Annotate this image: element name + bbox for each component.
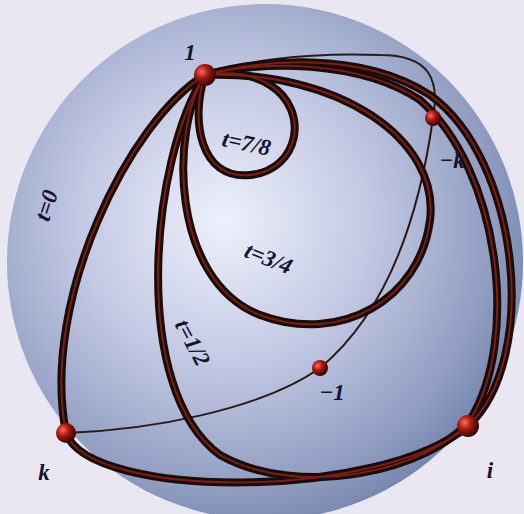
sphere [7, 4, 523, 514]
point-dots [56, 64, 479, 443]
curve-tubes [61, 62, 511, 482]
point-label: k [38, 461, 50, 484]
point-label: −1 [319, 381, 344, 404]
curve-label: t=3/4 [241, 238, 295, 278]
great-circle [66, 54, 435, 433]
curve-label: t=7/8 [220, 127, 273, 160]
point-label: 1 [184, 41, 196, 64]
point-label: i [487, 459, 493, 482]
curve-label: t=1/2 [170, 315, 213, 369]
point-label: −k [439, 149, 464, 172]
curve-label: t=0 [30, 187, 61, 224]
